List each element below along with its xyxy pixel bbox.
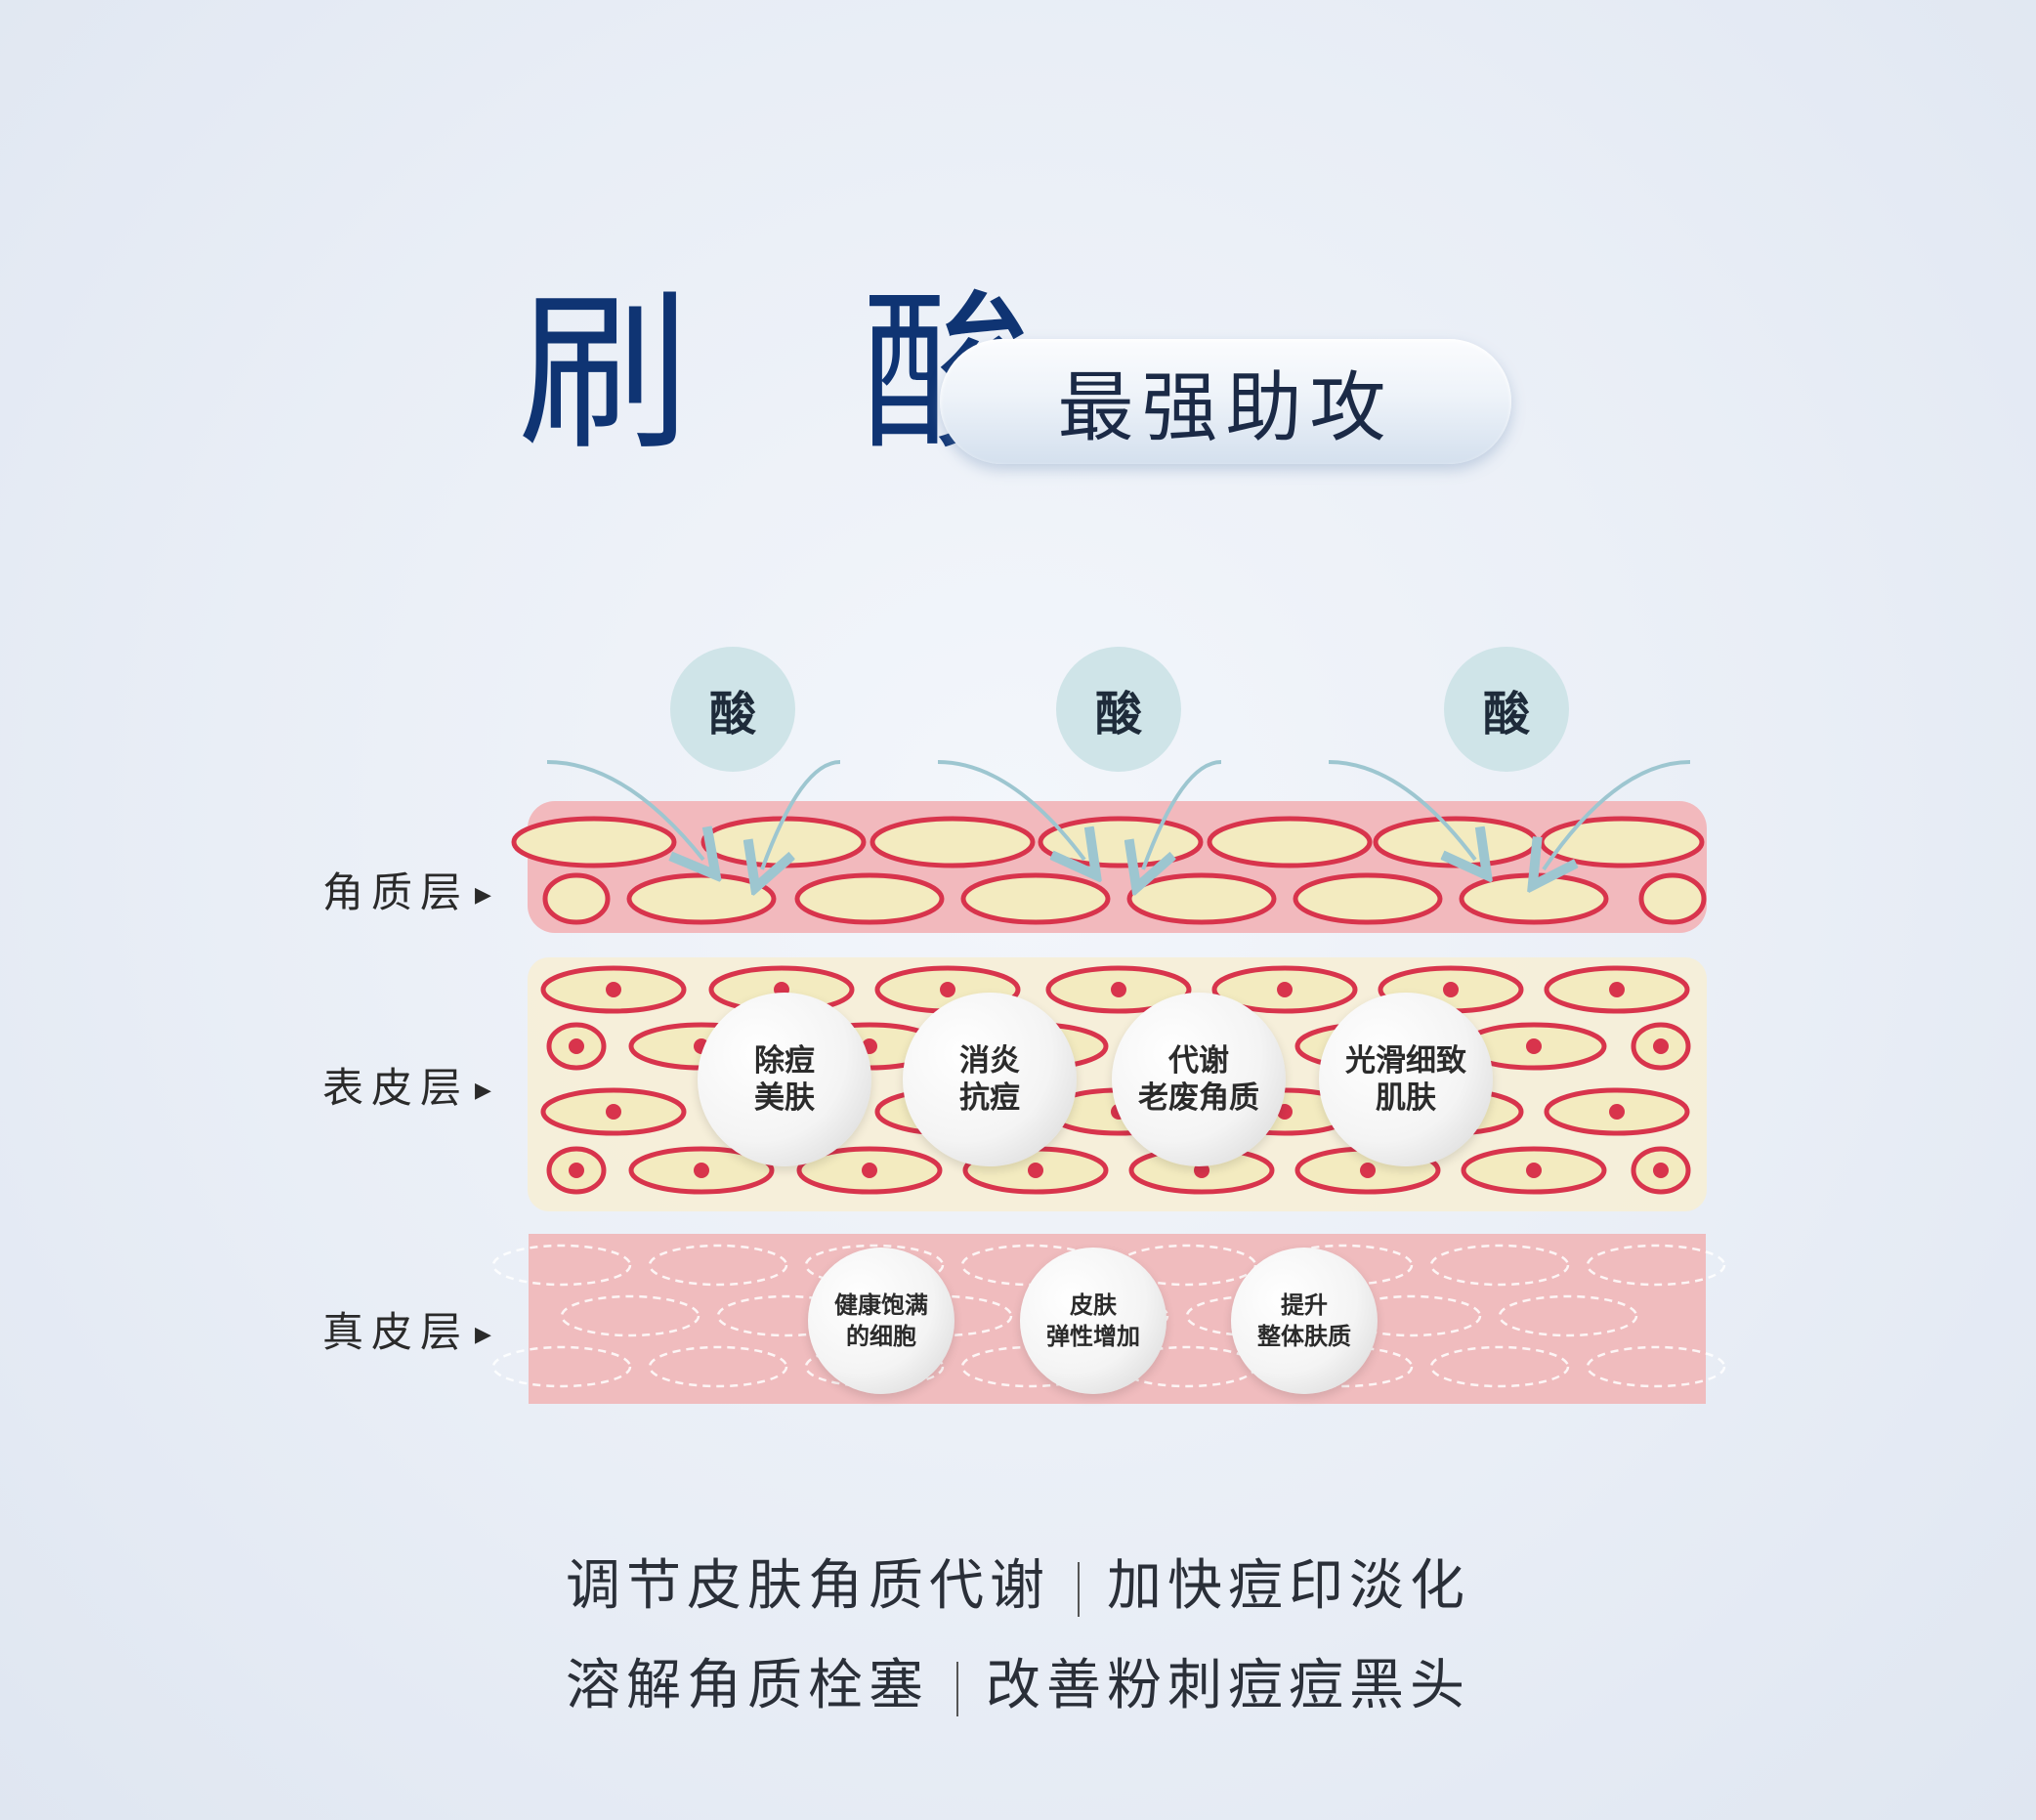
effect-bubble: 消炎 抗痘 — [903, 993, 1077, 1166]
effect-bubble: 提升 整体肤质 — [1231, 1248, 1378, 1394]
cell-nucleus — [606, 1104, 621, 1120]
acid-arrows — [546, 760, 1691, 869]
cell-nucleus — [1653, 1163, 1669, 1178]
corneum-cell — [511, 816, 677, 868]
corneum-cell — [1038, 816, 1204, 868]
effect-bubble: 除痘 美肤 — [698, 993, 871, 1166]
cell-nucleus — [1526, 1038, 1542, 1054]
dermis-fiber — [560, 1294, 700, 1337]
effect-bubble: 光滑细致 肌肤 — [1319, 993, 1493, 1166]
acid-arrow — [546, 760, 703, 860]
corneum-cell — [1459, 872, 1609, 925]
cell-nucleus — [1609, 982, 1625, 997]
divider — [956, 1661, 958, 1716]
corneum-cell — [870, 816, 1036, 868]
dermis-fiber — [1341, 1294, 1482, 1337]
cell-nucleus — [1111, 982, 1126, 997]
label-dermis: 真皮层▶ — [322, 1308, 499, 1356]
dermis-fiber — [1429, 1244, 1570, 1287]
acid-circle-3: 酸 — [1444, 647, 1569, 772]
corneum-cell — [960, 872, 1111, 925]
triangle-right-icon: ▶ — [475, 883, 499, 908]
benefit-line-2: 溶解角质栓塞改善粉刺痘痘黑头 — [566, 1654, 1470, 1717]
corneum-cell — [1638, 872, 1707, 925]
cell-nucleus — [569, 1038, 584, 1054]
cell-nucleus — [1360, 1163, 1376, 1178]
corneum-cell — [1373, 816, 1539, 868]
cell-nucleus — [606, 982, 621, 997]
cell-nucleus — [862, 1163, 877, 1178]
acid-circle-2: 酸 — [1056, 647, 1181, 772]
cell-nucleus — [1194, 1163, 1209, 1178]
badge-text: 最强助攻 — [1057, 364, 1394, 452]
dermis-fiber — [648, 1345, 788, 1388]
cell-nucleus — [1028, 1163, 1043, 1178]
effect-bubble: 代谢 老废角质 — [1112, 993, 1286, 1166]
cell-nucleus — [569, 1163, 584, 1178]
acid-arrow — [762, 760, 841, 869]
corneum-cell — [542, 872, 611, 925]
corneum-cell — [1293, 872, 1443, 925]
badge-pill: 最强助攻 — [940, 339, 1511, 464]
acid-arrow — [1143, 760, 1222, 869]
effect-bubble: 健康饱满 的细胞 — [808, 1248, 954, 1394]
acid-arrow — [1328, 760, 1475, 860]
acid-arrow — [937, 760, 1084, 860]
dermis-fiber — [1586, 1345, 1726, 1388]
divider — [1078, 1561, 1080, 1617]
label-stratum-corneum: 角质层▶ — [322, 868, 499, 916]
dermis-fiber — [1586, 1244, 1726, 1287]
corneum-cell — [1207, 816, 1373, 868]
benefit-line-1: 调节皮肤角质代谢加快痘印淡化 — [566, 1554, 1470, 1618]
cell-nucleus — [940, 982, 955, 997]
label-epidermis: 表皮层▶ — [322, 1064, 499, 1112]
triangle-right-icon: ▶ — [475, 1323, 499, 1347]
corneum-cell — [1126, 872, 1277, 925]
cell-nucleus — [1526, 1163, 1542, 1178]
dermis-fiber — [491, 1244, 632, 1287]
corneum-cell — [794, 872, 945, 925]
cell-nucleus — [1609, 1104, 1625, 1120]
corneum-cell — [626, 872, 777, 925]
cell-nucleus — [1653, 1038, 1669, 1054]
cell-nucleus — [1443, 982, 1459, 997]
triangle-right-icon: ▶ — [475, 1079, 499, 1103]
acid-circle-1: 酸 — [670, 647, 795, 772]
dermis-fiber — [648, 1244, 788, 1287]
dermis-fiber — [491, 1345, 632, 1388]
dermis-fiber — [1429, 1345, 1570, 1388]
cell-nucleus — [694, 1163, 709, 1178]
effect-bubble: 皮肤 弹性增加 — [1020, 1248, 1166, 1394]
acid-arrow — [1544, 760, 1691, 869]
dermis-fiber — [1498, 1294, 1638, 1337]
corneum-cell — [700, 816, 867, 868]
cell-nucleus — [1277, 982, 1293, 997]
